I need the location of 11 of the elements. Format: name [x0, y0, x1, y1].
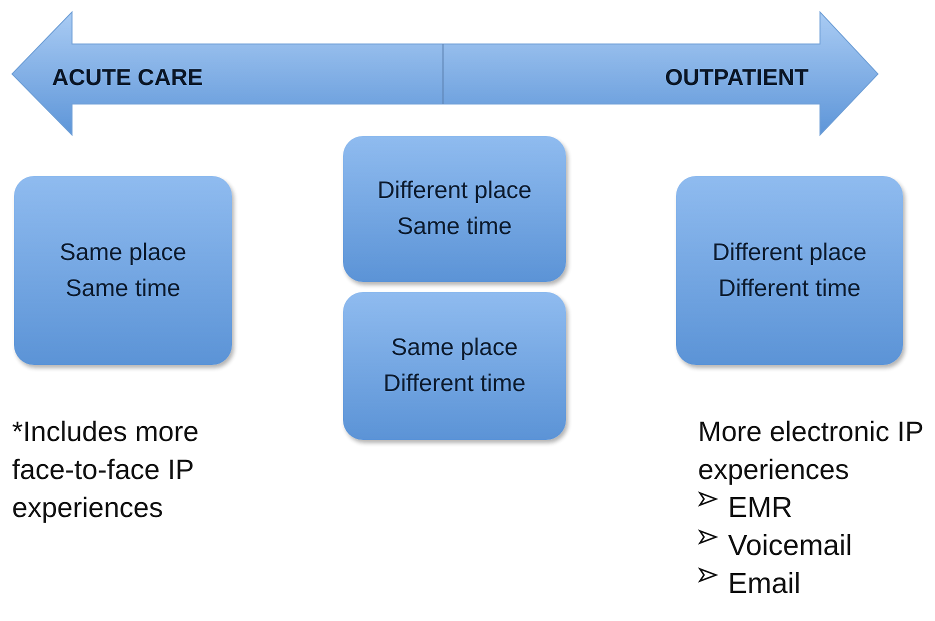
list-item-text: Email: [728, 567, 801, 602]
list-item-text: Voicemail: [728, 529, 852, 564]
rounded-box: Different place Same time: [343, 136, 566, 282]
rounded-box: Same place Different time: [343, 292, 566, 440]
rounded-box: Same place Same time: [14, 176, 232, 365]
note-text: More electronic IP experiences: [698, 415, 924, 487]
note-text: *Includes more face-to-face IP experiences: [12, 415, 200, 525]
rounded-box: Different place Different time: [676, 176, 903, 365]
list-item-text: EMR: [728, 491, 792, 526]
arrow-label: ACUTE CARE: [52, 64, 203, 91]
arrow-label: OUTPATIENT: [665, 64, 809, 91]
